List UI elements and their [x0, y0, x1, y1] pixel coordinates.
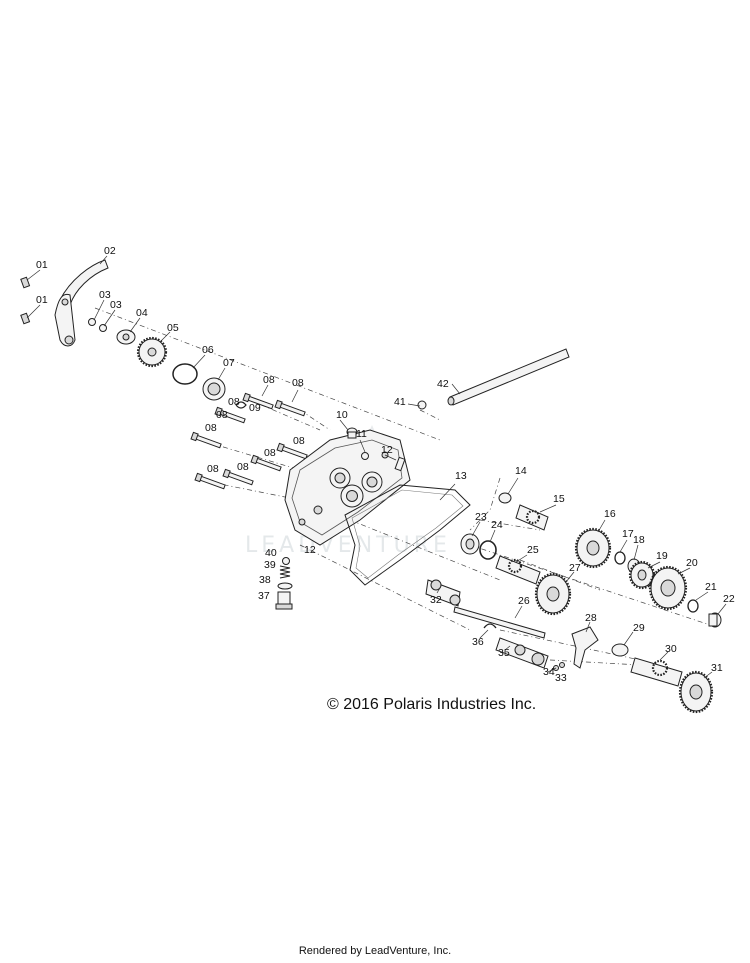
callout-03: 03 — [110, 299, 122, 311]
callout-25: 25 — [527, 544, 539, 556]
render-credit-footer: Rendered by LeadVenture, Inc. — [298, 945, 452, 957]
ring-21 — [687, 599, 699, 613]
callouts: 01 01 02 03 03 04 05 06 07 08 08 08 08 0… — [36, 245, 735, 684]
shift-lever-assembly — [20, 259, 109, 347]
washer-29 — [611, 643, 629, 657]
bearing-07 — [202, 377, 226, 401]
splined-shaft-15 — [515, 504, 549, 531]
callout-38: 38 — [259, 574, 271, 586]
callout-02: 02 — [104, 245, 116, 257]
callout-05: 05 — [167, 322, 179, 334]
stud-12 — [394, 456, 406, 472]
callout-17: 17 — [622, 528, 634, 540]
bushing-22 — [708, 612, 722, 628]
gear-31 — [678, 670, 714, 714]
callout-08: 08 — [293, 435, 305, 447]
small-fasteners-03 — [88, 318, 107, 332]
plug-11 — [361, 452, 369, 460]
callout-10: 10 — [336, 409, 348, 421]
callout-24: 24 — [491, 519, 503, 531]
bearing-23 — [460, 533, 480, 555]
callout-08: 08 — [228, 396, 240, 408]
copyright-notice: © 2016 Polaris Industries Inc. — [327, 696, 537, 713]
callout-12: 12 — [304, 544, 316, 556]
callout-28: 28 — [585, 612, 597, 624]
callout-26: 26 — [518, 595, 530, 607]
callout-08: 08 — [264, 447, 276, 459]
shaft-25 — [495, 555, 541, 585]
callout-13: 13 — [455, 470, 467, 482]
callout-30: 30 — [665, 643, 677, 655]
callout-08: 08 — [205, 422, 217, 434]
callout-37: 37 — [258, 590, 270, 602]
shift-fork-28 — [571, 626, 599, 669]
callout-18: 18 — [633, 534, 645, 546]
gear-16 — [574, 527, 612, 569]
callout-35: 35 — [498, 647, 510, 659]
bolts-08 — [190, 392, 308, 490]
sprocket-05 — [136, 336, 168, 368]
callout-08: 08 — [292, 377, 304, 389]
callout-19: 19 — [656, 550, 668, 562]
callout-16: 16 — [604, 508, 616, 520]
callout-40: 40 — [265, 547, 277, 559]
rod-26 — [453, 606, 546, 639]
callout-08: 08 — [207, 463, 219, 475]
nut-41 — [417, 400, 427, 410]
callout-09: 09 — [249, 402, 261, 414]
callout-27: 27 — [569, 562, 581, 574]
callout-11: 11 — [356, 428, 367, 440]
callout-03: 03 — [99, 289, 111, 301]
callout-22: 22 — [723, 593, 735, 605]
shift-drum-35 — [495, 637, 549, 669]
shift-cam-04 — [116, 329, 136, 345]
callout-07: 07 — [223, 357, 235, 369]
callout-15: 15 — [553, 493, 565, 505]
callout-04: 04 — [136, 307, 148, 319]
callout-34: 34 — [543, 666, 555, 678]
clip-36 — [483, 623, 497, 629]
callout-31: 31 — [711, 662, 723, 674]
seal-24 — [479, 540, 497, 560]
callout-29: 29 — [633, 622, 645, 634]
clip-09 — [235, 401, 247, 409]
callout-01: 01 — [36, 259, 48, 271]
callout-21: 21 — [705, 581, 717, 593]
detent-stack — [275, 557, 293, 610]
callout-08: 08 — [263, 374, 275, 386]
callout-36: 36 — [472, 636, 484, 648]
callout-06: 06 — [202, 344, 214, 356]
gearcase-housing — [284, 429, 411, 546]
gear-20 — [648, 565, 688, 611]
callout-32: 32 — [430, 594, 442, 606]
callout-39: 39 — [264, 559, 276, 571]
output-shaft-30 — [630, 657, 683, 687]
callout-12: 12 — [381, 444, 393, 456]
gear-27 — [534, 572, 572, 616]
snap-ring-06 — [172, 363, 198, 385]
callout-08: 08 — [237, 461, 249, 473]
callout-01: 01 — [36, 294, 48, 306]
callout-20: 20 — [686, 557, 698, 569]
ring-17 — [614, 551, 626, 565]
callout-33: 33 — [555, 672, 567, 684]
washer-14 — [498, 492, 512, 504]
gasket-13 — [344, 484, 471, 586]
rod-42 — [447, 348, 570, 406]
callout-08: 08 — [216, 409, 228, 421]
leader-lines — [26, 255, 727, 679]
callout-14: 14 — [515, 465, 527, 477]
callout-42: 42 — [437, 378, 449, 390]
callout-23: 23 — [475, 511, 487, 523]
gear-19 — [628, 560, 656, 590]
pins-33-34 — [553, 662, 565, 671]
callout-41: 41 — [394, 396, 406, 408]
actuator-32 — [425, 579, 461, 607]
dowel-10 — [346, 427, 358, 439]
